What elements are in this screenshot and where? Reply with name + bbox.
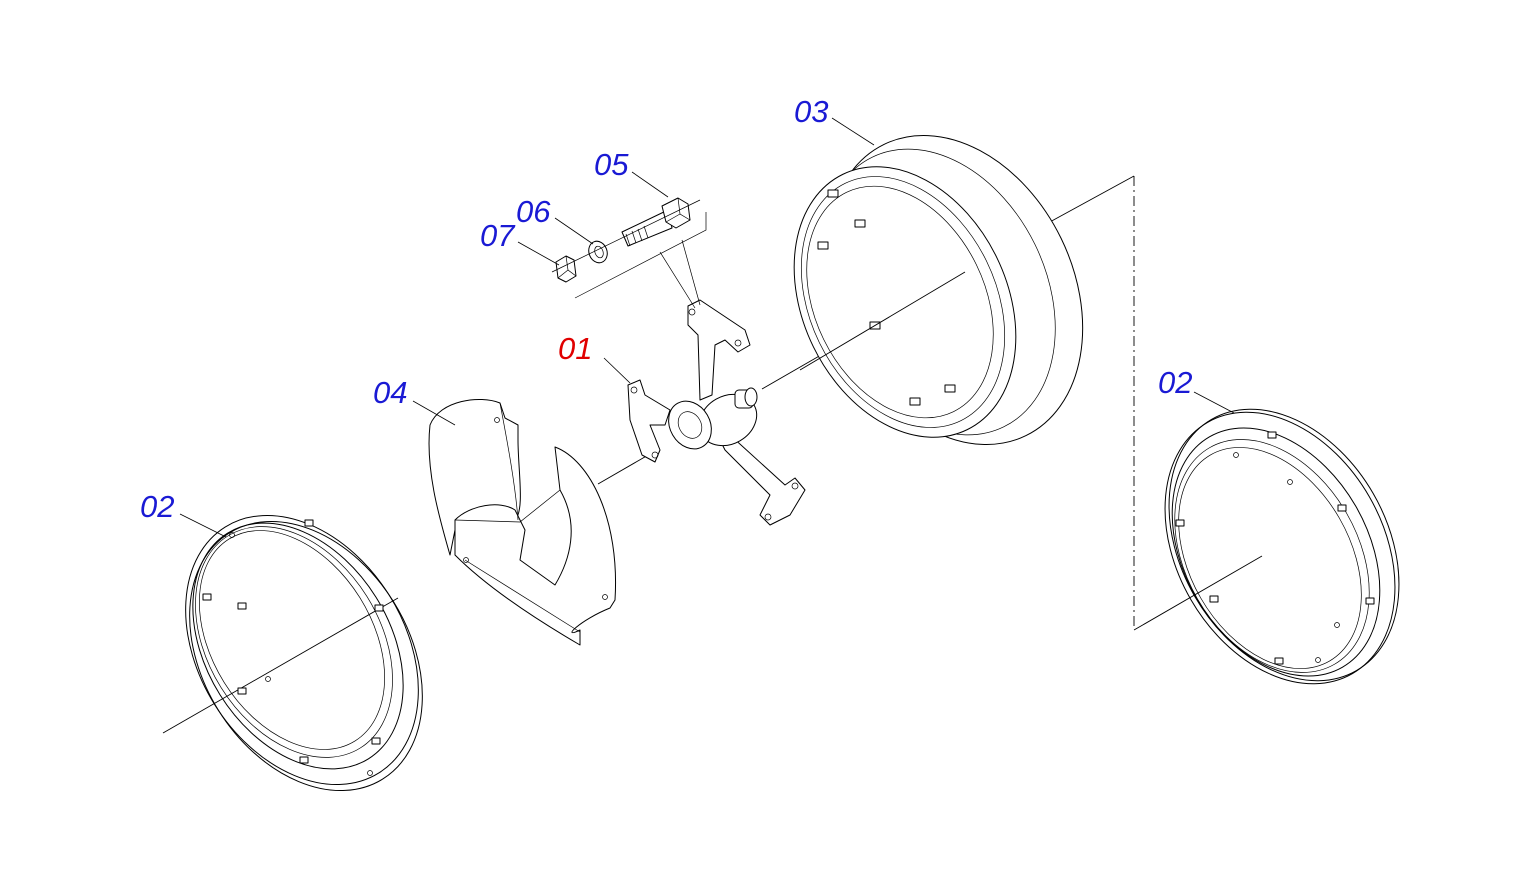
callout-02-right: 02 (1158, 365, 1192, 400)
callout-01: 01 (558, 331, 592, 366)
part-04-shroud (428, 398, 617, 646)
callout-03: 03 (794, 94, 828, 129)
leader-01 (603, 357, 631, 384)
part-02-right-ring (1164, 408, 1400, 685)
part-01-hub (627, 299, 806, 526)
leader-02-left (179, 513, 227, 538)
leader-04 (412, 400, 456, 426)
leader-02-right (1193, 391, 1235, 414)
callout-07: 07 (480, 218, 516, 253)
leader-05 (631, 171, 669, 198)
leader-03 (831, 117, 875, 146)
part-02-left-ring (185, 514, 423, 792)
callout-06: 06 (516, 194, 551, 229)
leader-lines (179, 117, 1235, 538)
fastener-set (551, 197, 707, 309)
part-03-tire (793, 134, 1084, 446)
callout-02-left: 02 (140, 489, 174, 524)
assembly-axis (162, 175, 1263, 734)
callout-04: 04 (373, 375, 407, 410)
callout-05: 05 (594, 147, 629, 182)
callout-labels: 01 02 02 03 04 05 06 07 (140, 94, 1192, 524)
leader-07 (517, 241, 560, 266)
leader-06 (554, 217, 594, 245)
